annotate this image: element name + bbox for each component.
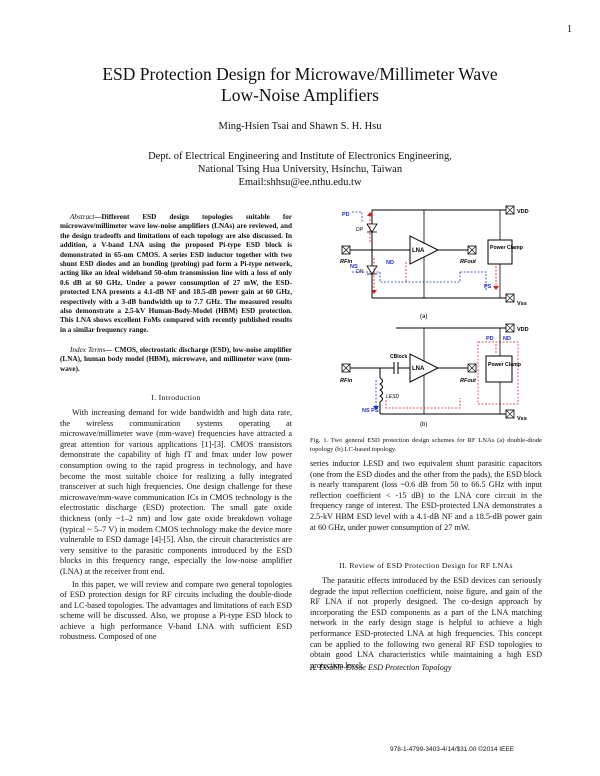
affiliation-line-1: Dept. of Electrical Engineering and Inst… [148,151,452,162]
right-paragraph-text: series inductor LESD and two equivalent … [310,459,542,532]
right-paragraph-1: series inductor LESD and two equivalent … [310,459,542,533]
rfout-label-b: RFout [460,378,477,384]
vdd-label-a: VDD [517,209,529,215]
title-line-1: ESD Protection Design for Microwave/Mill… [102,64,498,84]
schematic-a: VDD Vss DP DN RFin LNA [340,205,529,320]
index-terms-lead: Index Terms [70,346,106,354]
page-number: 1 [567,24,572,35]
review-body: The parasitic effects introduced by the … [310,576,542,671]
lna-label-a: LNA [412,248,425,254]
power-clamp-b: Power Clamp [488,362,521,368]
affiliation-line-2: National Tsing Hua University, Hsinchu, … [197,164,403,175]
dp-label: DP [356,227,364,233]
copyright-footer: 978-1-4799-3403-4/14/$31.00 ©2014 IEEE [390,746,515,753]
ns-label-b: NS [362,408,370,414]
subfig-b-label: (b) [420,422,427,428]
index-terms: Index Terms— CMOS, electrostatic dischar… [60,346,292,374]
vdd-label-b: VDD [517,327,529,333]
vss-label-b: Vss [517,416,527,422]
figure-1-schematics: VDD Vss DP DN RFin LNA [340,205,529,428]
intro-paragraph-2: In this paper, we will review and compar… [60,579,292,642]
authors: Ming-Hsien Tsai and Shawn S. H. Hsu [218,121,382,132]
ps-label-a: PS [484,284,492,290]
pd-label-b: PD [486,336,494,342]
figure-caption: Fig. 1. Two general ESD protection desig… [310,437,542,453]
intro-paragraph-1: With increasing demand for wide bandwidt… [60,408,292,576]
figure-1: VDD Vss DP DN RFin LNA [310,202,542,430]
ps-label-b: PS [371,408,379,414]
rfin-label-b: RFin [340,378,353,384]
lesd-label: LESD [386,394,399,400]
lna-label-b: LNA [412,366,425,372]
index-terms-text: — CMOS, electrostatic discharge (ESD), l… [60,346,292,373]
abstract-text: —Different ESD design topologies suitabl… [60,213,292,334]
schematic-b: VDD Vss RFin CBlock LNA [340,323,529,428]
nd-label-b: ND [503,336,511,342]
ns-ps-label-b: NS PS [362,408,379,414]
cblock-label: CBlock [390,354,407,360]
title-line-2: Low-Noise Amplifiers [221,85,379,105]
vss-label-a: Vss [517,301,527,307]
rfin-label-a: RFin [340,259,353,265]
introduction-body: With increasing demand for wide bandwidt… [60,408,292,643]
abstract-lead: Abstract [70,213,95,221]
affiliation: Dept. of Electrical Engineering and Inst… [0,150,600,189]
power-clamp-a: Power Clamp [490,245,523,251]
subfig-a-label: (a) [420,314,427,320]
review-paragraph-1: The parasitic effects introduced by the … [310,576,542,670]
subsection-heading-a: A. Double-Diode ESD Protection Topology [310,663,452,672]
abstract: Abstract—Different ESD design topologies… [60,213,292,335]
nd-label-a: ND [386,260,394,266]
section-heading-introduction: I. Introduction [151,393,201,402]
email: Email:shhsu@ee.nthu.edu.tw [238,177,362,188]
rfout-label-a: RFout [460,259,477,265]
paper-title: ESD Protection Design for Microwave/Mill… [0,64,600,106]
ns-label-a: NS [350,264,358,270]
section-heading-review: II. Review of ESD Protection Design for … [339,561,513,570]
pd-label-a: PD [342,212,350,218]
